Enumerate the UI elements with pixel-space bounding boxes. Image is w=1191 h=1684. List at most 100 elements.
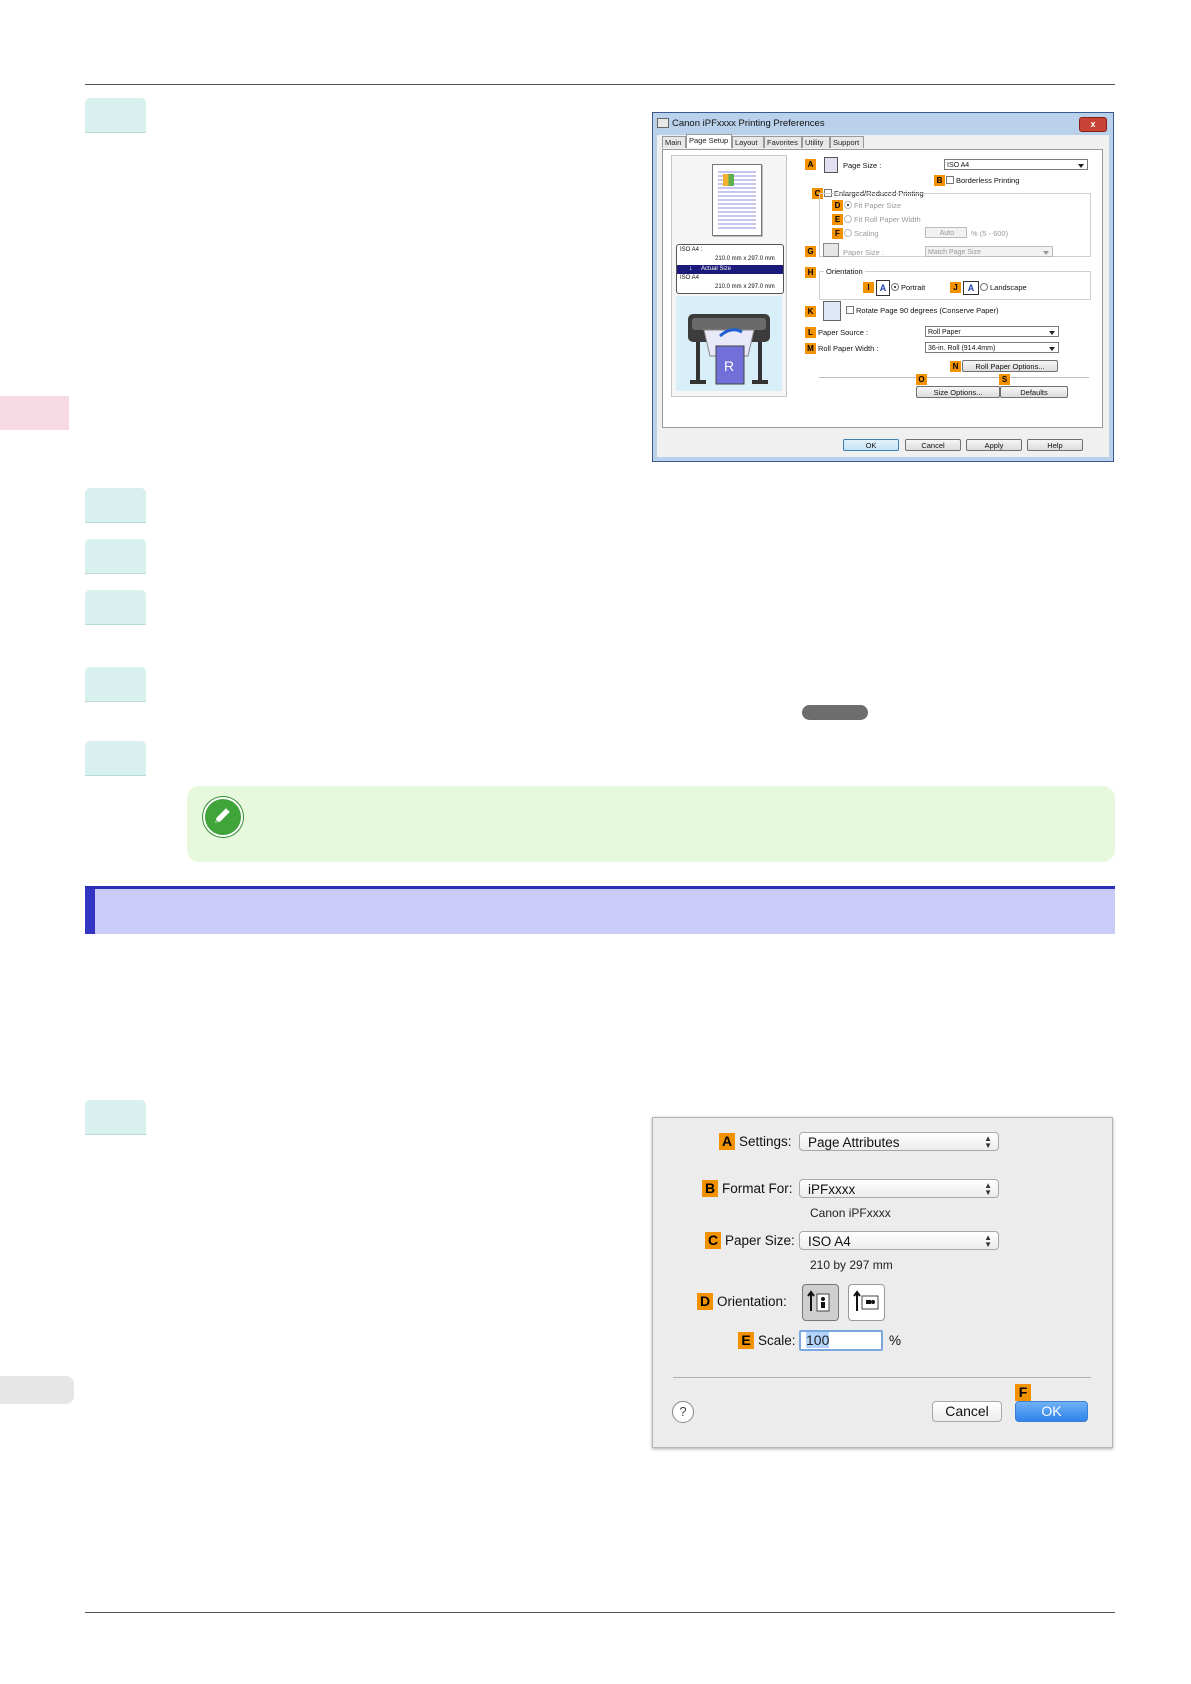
settings-label: Settings: — [739, 1134, 792, 1149]
format-for-label: Format For: — [722, 1181, 793, 1196]
label-f: F — [832, 228, 843, 239]
paper-source-label: Paper Source : — [818, 328, 869, 337]
pencil-icon — [203, 797, 243, 837]
preview-size-top: ISO A4 : — [680, 247, 703, 253]
format-for-popup[interactable]: iPFxxxx▲▼ — [799, 1179, 999, 1198]
scaling-radio[interactable] — [844, 229, 852, 237]
paper-size-icon — [823, 243, 839, 257]
fit-paper-size-label: Fit Paper Size — [854, 201, 902, 210]
up-down-arrows-icon: ▲▼ — [984, 1233, 992, 1249]
label-m: M — [805, 343, 816, 354]
printer-icon — [657, 118, 669, 129]
paper-size-label: Paper Size: — [725, 1233, 795, 1248]
paper-size-label: Paper Size : — [843, 248, 884, 257]
link-pill[interactable] — [802, 705, 868, 720]
defaults-button[interactable]: Defaults — [1000, 386, 1068, 398]
up-down-arrows-icon: ▲▼ — [984, 1181, 992, 1197]
label-n: N — [950, 361, 961, 372]
portrait-orientation-button[interactable] — [802, 1284, 839, 1321]
landscape-label: Landscape — [990, 283, 1027, 292]
cancel-button[interactable]: Cancel — [905, 439, 961, 451]
landscape-radio[interactable] — [980, 283, 988, 291]
rotate-icon — [823, 301, 841, 321]
tab-layout[interactable]: Layout — [732, 136, 764, 148]
borderless-checkbox[interactable] — [946, 176, 954, 184]
fit-roll-width-radio[interactable] — [844, 215, 852, 223]
paper-source-select[interactable]: Roll Paper — [925, 326, 1059, 337]
dialog-title: Canon iPFxxxx Printing Preferences — [672, 118, 825, 129]
roll-width-value: 36-in. Roll (914.4mm) — [928, 345, 996, 352]
cancel-button[interactable]: Cancel — [932, 1401, 1002, 1422]
paper-size-popup[interactable]: ISO A4▲▼ — [799, 1231, 999, 1250]
size-options-button[interactable]: Size Options... — [916, 386, 1000, 398]
page-size-value: ISO A4 — [947, 162, 970, 169]
borderless-label: Borderless Printing — [956, 176, 1020, 185]
settings-value: Page Attributes — [808, 1135, 900, 1150]
help-button[interactable]: ? — [672, 1401, 694, 1423]
label-c: C — [705, 1232, 721, 1249]
step-marker — [85, 1100, 146, 1135]
label-a: A — [719, 1133, 735, 1150]
actual-size-label: Actual Size — [701, 266, 732, 272]
fit-paper-size-radio[interactable] — [844, 201, 852, 209]
tab-support[interactable]: Support — [830, 136, 864, 148]
format-for-sub: Canon iPFxxxx — [810, 1206, 891, 1220]
scaling-value: Auto — [939, 230, 954, 237]
scale-unit: % — [889, 1333, 902, 1348]
preview-size-bottom: ISO A4 — [680, 275, 700, 281]
page-size-icon — [824, 157, 838, 173]
apply-button[interactable]: Apply — [966, 439, 1022, 451]
section-header — [85, 886, 1115, 934]
help-button[interactable]: Help — [1027, 439, 1083, 451]
rotate-checkbox[interactable] — [846, 306, 854, 314]
step-marker — [85, 539, 146, 574]
orientation-group — [819, 271, 1091, 300]
tab-page-setup[interactable]: Page Setup — [686, 134, 732, 148]
section-header-bar — [85, 889, 95, 934]
roll-width-select[interactable]: 36-in. Roll (914.4mm) — [925, 342, 1059, 353]
top-rule — [85, 84, 1115, 85]
orientation-label: Orientation: — [717, 1294, 787, 1309]
orientation-label: Orientation — [824, 267, 865, 276]
up-down-arrows-icon: ▲▼ — [984, 1134, 992, 1150]
side-page-tab[interactable] — [0, 1376, 74, 1404]
side-chapter-tab[interactable] — [0, 396, 69, 430]
label-f: F — [1015, 1384, 1031, 1401]
label-j: J — [950, 282, 961, 293]
size-info-box: ISO A4 : 210.0 mm x 297.0 mm ↓ Actual Si… — [676, 244, 784, 294]
preview-dims-top: 210.0 mm x 297.0 mm — [715, 256, 775, 262]
paper-size-sub: 210 by 297 mm — [810, 1258, 893, 1272]
scaling-label: Scaling — [854, 229, 879, 238]
paper-size-value: Match Page Size — [928, 249, 981, 256]
roll-paper-options-button[interactable]: Roll Paper Options... — [962, 360, 1058, 372]
ok-button[interactable]: OK — [843, 439, 899, 451]
close-button[interactable]: x — [1079, 117, 1107, 132]
portrait-radio[interactable] — [891, 283, 899, 291]
settings-popup[interactable]: Page Attributes ▲▼ — [799, 1132, 999, 1151]
paper-source-value: Roll Paper — [928, 329, 961, 336]
paper-size-select[interactable]: Match Page Size — [925, 246, 1053, 257]
tab-favorites[interactable]: Favorites — [764, 136, 802, 148]
sheet-divider — [673, 1377, 1091, 1378]
label-a: A — [805, 159, 816, 170]
label-b: B — [934, 175, 945, 186]
fit-roll-width-label: Fit Roll Paper Width — [854, 215, 921, 224]
dialog-title-bar: Canon iPFxxxx Printing Preferences — [657, 116, 825, 132]
label-d: D — [697, 1293, 713, 1310]
note-box — [187, 786, 1115, 862]
printer-illustration: R — [676, 296, 782, 391]
page-thumbnail — [712, 164, 762, 236]
ok-button[interactable]: OK — [1015, 1401, 1088, 1422]
step-marker — [85, 98, 146, 133]
page-size-select[interactable]: ISO A4 — [944, 159, 1088, 170]
preview-pane: ISO A4 : 210.0 mm x 297.0 mm ↓ Actual Si… — [671, 155, 787, 397]
chevron-down-icon — [1043, 251, 1049, 255]
tab-main[interactable]: Main — [662, 136, 686, 148]
scale-input[interactable]: 100 — [799, 1330, 883, 1351]
scaling-input[interactable]: Auto — [925, 227, 967, 238]
landscape-icon: A — [963, 281, 979, 295]
landscape-orientation-button[interactable] — [848, 1284, 885, 1321]
tab-utility[interactable]: Utility — [802, 136, 830, 148]
chevron-down-icon — [1078, 164, 1084, 168]
step-marker — [85, 488, 146, 523]
